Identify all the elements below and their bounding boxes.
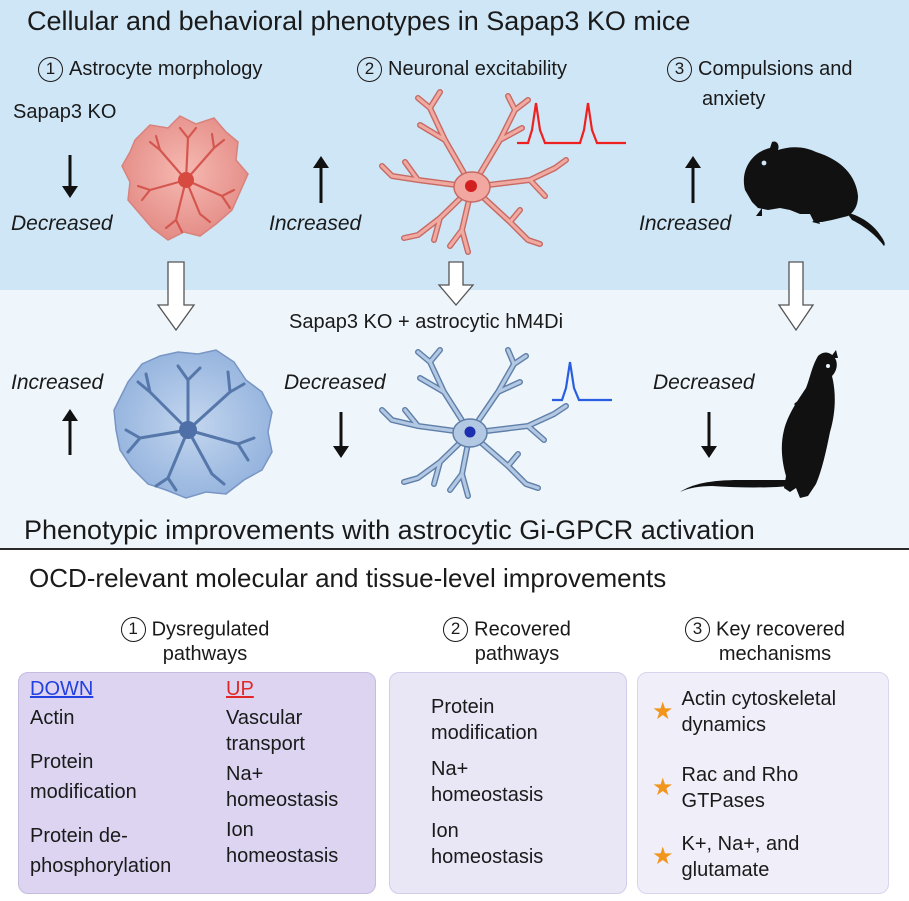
recovered-item: Ion (431, 820, 459, 842)
key-mechanisms-box (637, 672, 889, 894)
mechanism-text: Actin cytoskeletal (681, 688, 837, 710)
mechanism-item: ★ Actin cytoskeletal dynamics (652, 686, 836, 738)
action-potential-rescued-icon (552, 361, 612, 402)
effect-neuron-ko: Increased (269, 212, 362, 235)
section-header-astrocyte: 1 Astrocyte morphology (38, 57, 262, 82)
up-arrow-icon (313, 156, 329, 203)
header-mechanisms-line1: Key recovered (716, 618, 845, 641)
header-dysregulated-line2: pathways (162, 643, 248, 666)
section-label-neuron: Neuronal excitability (388, 58, 567, 80)
top-title: Cellular and behavioral phenotypes in Sa… (27, 6, 691, 36)
star-icon: ★ (652, 843, 674, 870)
mechanism-text: K+, Na+, and (681, 833, 800, 855)
transition-arrow-icon (437, 261, 475, 307)
up-item: Vascular (226, 707, 303, 729)
neuron-ko-icon (379, 89, 569, 255)
ko-label: Sapap3 KO (13, 101, 117, 123)
condition-label: Sapap3 KO + astrocytic hM4Di (289, 311, 564, 333)
down-arrow-icon (62, 155, 78, 198)
number-2-badge: 2 (443, 617, 469, 643)
effect-astrocyte-ko: Decreased (11, 212, 113, 235)
mechanism-item: ★ Rac and Rho GTPases (652, 762, 798, 814)
recovered-item: modification (431, 722, 538, 744)
recovered-list: Protein modification Na+ homeostasis Ion… (431, 694, 543, 870)
recovered-pathways-box (389, 672, 627, 894)
up-item: transport (226, 733, 305, 755)
action-potential-ko-icon (517, 102, 626, 145)
down-arrow-icon (701, 412, 717, 458)
recovered-item: homeostasis (431, 784, 544, 806)
astrocyte-rescued-icon (113, 349, 273, 499)
number-1-badge: 1 (38, 57, 63, 82)
mechanism-text: GTPases (681, 790, 765, 812)
illustration-layer (62, 89, 885, 499)
dysregulated-pathways-box (18, 672, 376, 894)
header-recovered-line2: pathways (474, 643, 560, 666)
transition-arrow-icon (777, 261, 815, 332)
recovered-item: homeostasis (431, 846, 544, 868)
down-header: DOWN (30, 678, 94, 700)
bottom-title: OCD-relevant molecular and tissue-level … (29, 563, 667, 593)
header-mechanisms-line2: mechanisms (718, 643, 832, 666)
effect-neuron-rescued: Decreased (284, 371, 386, 394)
up-item: homeostasis (226, 789, 339, 811)
mechanism-text: glutamate (681, 859, 770, 881)
effect-astrocyte-rescued: Increased (11, 371, 104, 394)
transition-arrow-icon (156, 261, 196, 332)
down-item: Actin (30, 707, 75, 729)
up-item: Na+ (226, 763, 264, 785)
mouse-anxious-icon (743, 141, 885, 246)
section-label-astrocyte: Astrocyte morphology (69, 58, 263, 80)
section-label-behavior-line2: anxiety (702, 88, 766, 110)
header-dysregulated-line1: Dysregulated (151, 618, 270, 641)
up-column: UP Vascular transport Na+ homeostasis Io… (226, 678, 338, 869)
header-recovered-line1: Recovered (474, 618, 571, 641)
mouse-rearing-icon (680, 350, 838, 498)
down-arrow-icon (333, 412, 349, 458)
astrocyte-ko-icon (121, 115, 249, 241)
number-1-badge: 1 (120, 617, 146, 643)
section-header-behavior: 3 Compulsions and (667, 57, 853, 82)
recovered-item: Protein (431, 696, 495, 718)
section-header-neuron: 2 Neuronal excitability (357, 57, 567, 82)
section-label-behavior-line1: Compulsions and (698, 58, 853, 80)
down-column: DOWN Actin Protein modification Protein … (30, 678, 171, 879)
up-arrow-icon (62, 409, 78, 455)
effect-behavior-ko: Increased (639, 212, 732, 235)
up-arrow-icon (685, 156, 701, 203)
mechanism-item: ★ K+, Na+, and glutamate (652, 831, 799, 883)
down-item: phosphorylation (30, 855, 172, 877)
mechanism-text: Rac and Rho (681, 764, 799, 786)
recovered-item: Na+ (431, 758, 469, 780)
effect-behavior-rescued: Decreased (653, 371, 755, 394)
down-item: Protein (30, 751, 94, 773)
neuron-rescued-icon (379, 347, 569, 499)
star-icon: ★ (652, 774, 674, 801)
up-item: homeostasis (226, 845, 339, 867)
summary-title: Phenotypic improvements with astrocytic … (24, 515, 755, 545)
up-item: Ion (226, 819, 254, 841)
mechanism-text: dynamics (681, 714, 766, 736)
number-3-badge: 3 (667, 57, 692, 82)
down-item: modification (30, 781, 137, 803)
number-3-badge: 3 (685, 617, 711, 643)
section-divider (0, 548, 909, 550)
down-item: Protein de- (30, 825, 128, 847)
star-icon: ★ (652, 698, 674, 725)
up-header: UP (226, 678, 254, 700)
number-2-badge: 2 (357, 57, 382, 82)
